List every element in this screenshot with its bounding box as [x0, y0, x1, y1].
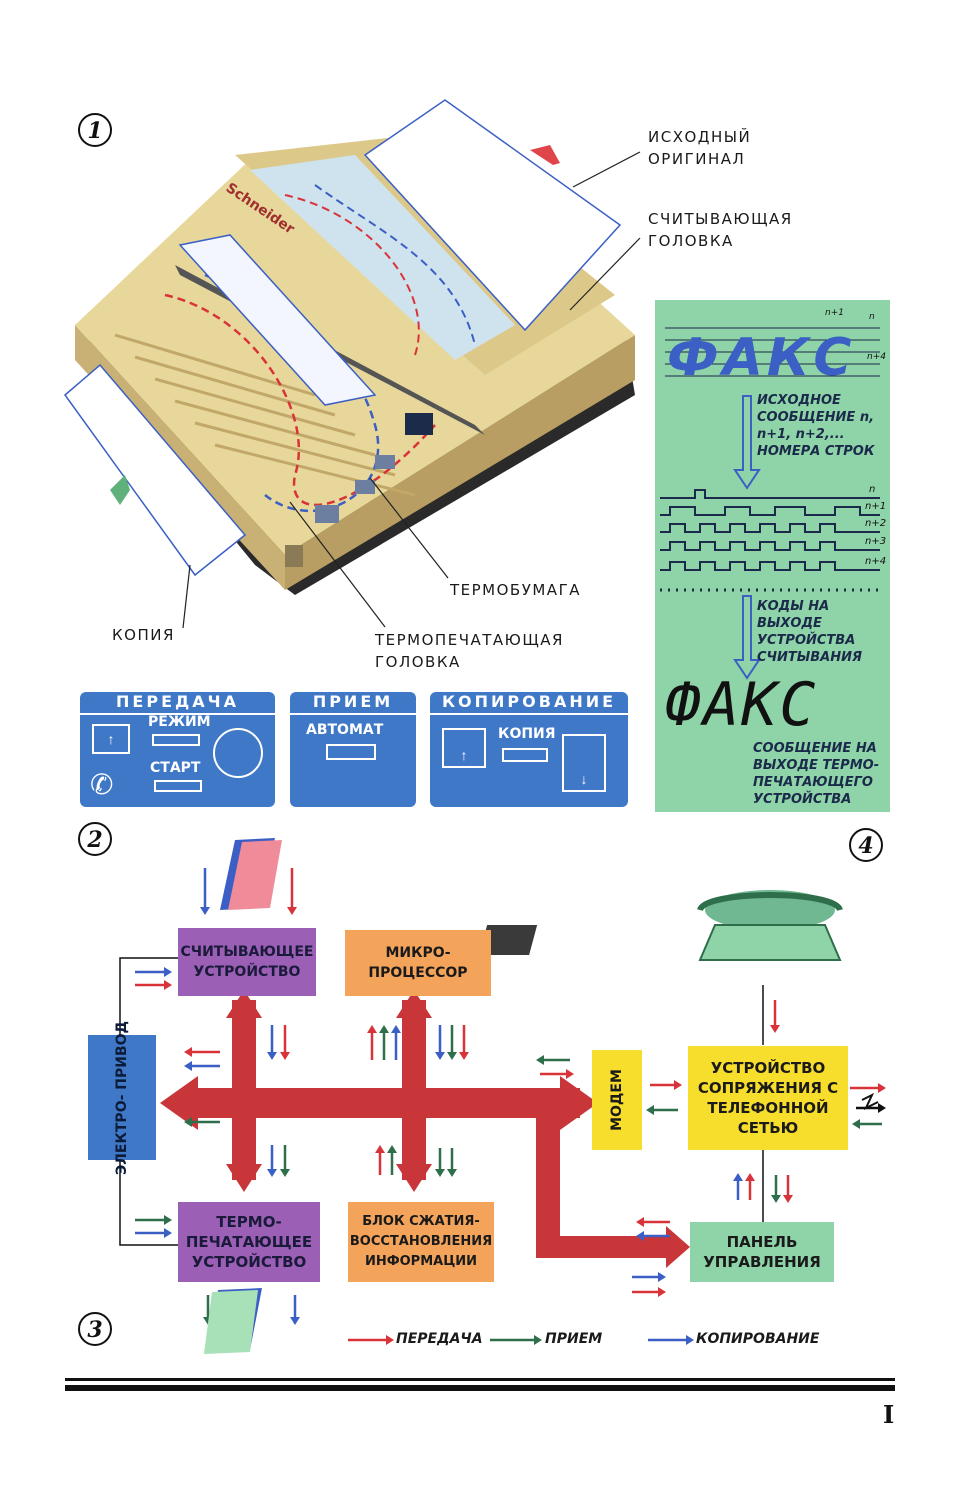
- figure-number-4: 4: [849, 828, 883, 862]
- phone-handset-icon: ✆: [90, 769, 114, 800]
- start-button[interactable]: [154, 780, 202, 792]
- transmit-panel: ПЕРЕДАЧА ↑ РЕЖИМ СТАРТ ✆: [80, 692, 275, 807]
- fax-encoding-graphics: [660, 327, 883, 680]
- document-feed-button[interactable]: ↑: [92, 724, 130, 754]
- reader-block: СЧИТЫВАЮЩЕЕ УСТРОЙСТВО: [178, 928, 316, 996]
- rotary-dial-icon[interactable]: [213, 728, 263, 778]
- auto-label: АВТОМАТ: [306, 722, 384, 738]
- bottom-rule-bottom: [65, 1385, 895, 1391]
- waveform-label-1: n+1: [865, 501, 887, 512]
- legend-copy: КОПИРОВАНИЕ: [696, 1331, 820, 1347]
- fax-encoding-panel: ФАКС n+1 n n+4 ИСХОДНОЕ СООБЩЕНИЕ n, n+1…: [655, 300, 890, 812]
- transmit-panel-title: ПЕРЕДАЧА: [80, 692, 275, 715]
- line-label-top-2: n+4: [867, 352, 886, 362]
- drive-block-label: ЭЛЕКТРО- ПРИВОД: [114, 1020, 131, 1175]
- mode-label: РЕЖИМ: [148, 714, 211, 730]
- auto-button[interactable]: [326, 744, 376, 760]
- copy-panel: КОПИРОВАНИЕ ↑ КОПИЯ ↓: [430, 692, 628, 807]
- line-label-top-1: n: [869, 312, 875, 322]
- callout-lines: [182, 151, 641, 629]
- callout-copy: КОПИЯ: [112, 626, 175, 644]
- copy-panel-title: КОПИРОВАНИЕ: [430, 692, 628, 715]
- waveform-label-3: n+3: [865, 536, 887, 547]
- copy-button[interactable]: [502, 748, 548, 762]
- fax-word-source: ФАКС: [667, 328, 856, 388]
- compress-block: БЛОК СЖАТИЯ- ВОССТАНОВЛЕНИЯ ИНФОРМАЦИИ: [348, 1202, 494, 1282]
- callout-reading-head: СЧИТЫВАЮЩАЯ ГОЛОВКА: [648, 210, 793, 250]
- fax-machine-illustration: Schneider: [63, 99, 635, 595]
- control-panel-block: ПАНЕЛЬ УПРАВЛЕНИЯ: [690, 1222, 834, 1282]
- source-caption: ИСХОДНОЕ СООБЩЕНИЕ n, n+1, n+2,... НОМЕР…: [757, 393, 875, 459]
- legend-receive: ПРИЕМ: [545, 1331, 603, 1347]
- copy-feed-button[interactable]: ↑: [442, 728, 486, 768]
- bottom-rule-top: [65, 1378, 895, 1381]
- output-caption: СООБЩЕНИЕ НА ВЫХОДЕ ТЕРМО- ПЕЧАТАЮЩЕГО У…: [753, 741, 880, 807]
- receive-panel-title: ПРИЕМ: [290, 692, 416, 715]
- start-label: СТАРТ: [150, 760, 201, 776]
- codes-caption: КОДЫ НА ВЫХОДЕ УСТРОЙСТВА СЧИТЫВАНИЯ: [757, 599, 863, 665]
- interface-block: УСТРОЙСТВО СОПРЯЖЕНИЯ С ТЕЛЕФОННОЙ СЕТЬЮ: [688, 1046, 848, 1150]
- printer-block: ТЕРМО- ПЕЧАТАЮЩЕЕ УСТРОЙСТВО: [178, 1202, 320, 1282]
- figure-number-1: 1: [78, 113, 112, 147]
- page-number: I: [883, 1400, 895, 1429]
- legend-arrows: [348, 1335, 694, 1345]
- waveform-label-4: n+4: [865, 556, 887, 567]
- waveform-label-2: n+2: [865, 518, 887, 529]
- waveform-label-0: n: [869, 484, 876, 495]
- fax-word-output: ФАКС: [665, 670, 818, 740]
- receive-panel: ПРИЕМ АВТОМАТ: [290, 692, 416, 807]
- copy-output-button[interactable]: ↓: [562, 734, 606, 792]
- figure-number-2: 2: [78, 822, 112, 856]
- line-label-top-0: n+1: [825, 308, 844, 318]
- copy-label: КОПИЯ: [498, 726, 556, 742]
- figure-number-3: 3: [78, 1312, 112, 1346]
- callout-thermal-paper: ТЕРМОБУМАГА: [450, 581, 581, 599]
- drive-block: ЭЛЕКТРО- ПРИВОД: [88, 1020, 156, 1175]
- callout-original: ИСХОДНЫЙ ОРИГИНАЛ: [648, 128, 752, 168]
- mode-button[interactable]: [152, 734, 200, 746]
- modem-block: МОДЕМ: [592, 1050, 642, 1150]
- cpu-block: МИКРО- ПРОЦЕССОР: [345, 930, 491, 996]
- modem-block-label: МОДЕМ: [609, 1069, 626, 1131]
- callout-thermal-head: ТЕРМОПЕЧАТАЮЩАЯ ГОЛОВКА: [375, 631, 564, 671]
- legend-transmit: ПЕРЕДАЧА: [396, 1331, 483, 1347]
